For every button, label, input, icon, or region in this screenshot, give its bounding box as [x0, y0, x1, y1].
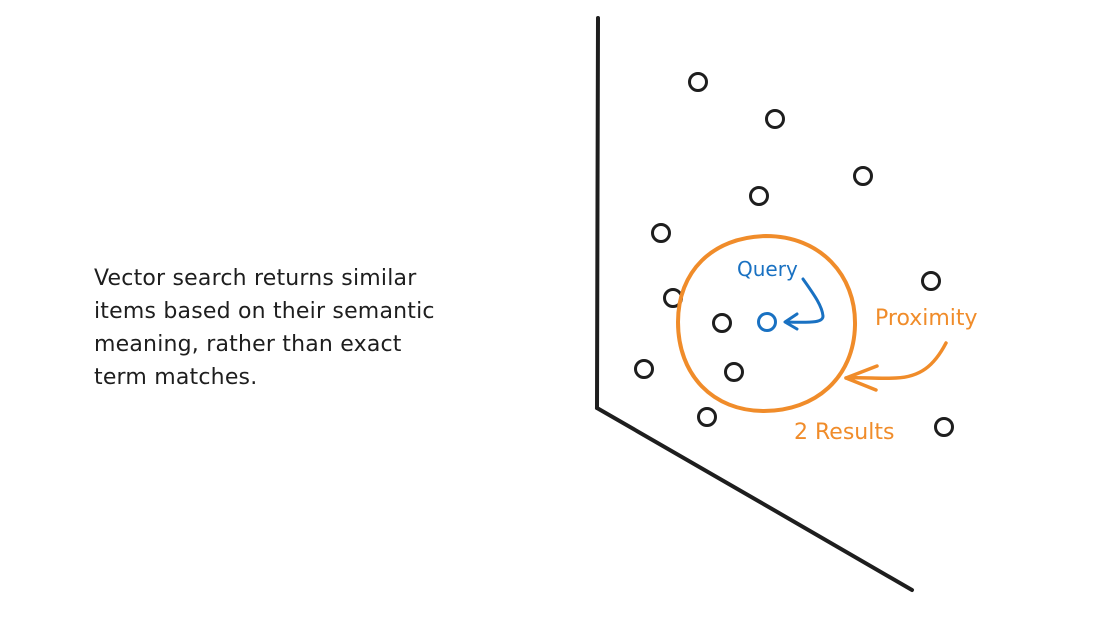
results-label: 2 Results	[794, 420, 894, 445]
vertical-axis	[595, 16, 600, 410]
data-point-result	[724, 362, 744, 382]
data-point	[921, 271, 941, 291]
proximity-arrow-icon	[844, 341, 948, 392]
data-point	[651, 223, 671, 243]
data-point	[765, 109, 785, 129]
data-point	[934, 417, 954, 437]
query-point	[757, 312, 777, 332]
proximity-label: Proximity	[875, 306, 978, 331]
data-point	[634, 359, 654, 379]
proximity-circle	[675, 233, 858, 414]
description-line-3: meaning, rather than exact	[94, 332, 402, 357]
data-point	[688, 72, 708, 92]
description-line-1: Vector search returns similar	[94, 266, 417, 291]
description-line-4: term matches.	[94, 365, 258, 390]
description-line-2: items based on their semantic	[94, 299, 435, 324]
data-point	[697, 407, 717, 427]
data-point-result	[712, 313, 732, 333]
query-arrow-icon	[783, 277, 825, 331]
description-text: Vector search returns similar items base…	[94, 262, 514, 394]
axes	[595, 16, 914, 592]
diagonal-axis	[595, 406, 914, 592]
data-point	[749, 186, 769, 206]
query-label: Query	[737, 257, 798, 281]
data-points	[634, 72, 954, 437]
data-point	[853, 166, 873, 186]
